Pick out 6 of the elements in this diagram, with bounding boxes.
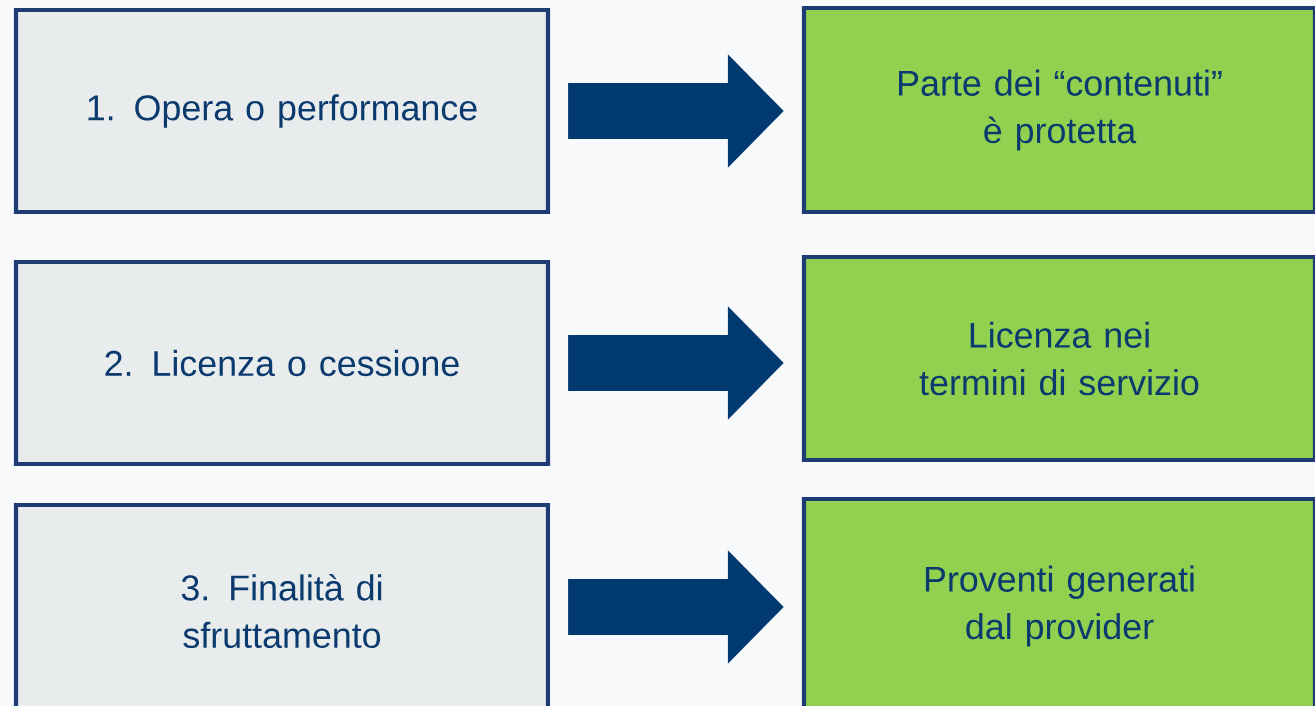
step-box: 2. Licenza o cessione (13, 259, 551, 467)
result-box: Parte dei “contenuti” è protetta (801, 5, 1315, 215)
step-box: 1. Opera o performance (13, 7, 551, 215)
step-box: 3. Finalità di sfruttamento (13, 502, 551, 706)
result-box: Proventi generati dal provider (801, 496, 1315, 706)
result-box: Licenza nei termini di servizio (801, 254, 1315, 463)
